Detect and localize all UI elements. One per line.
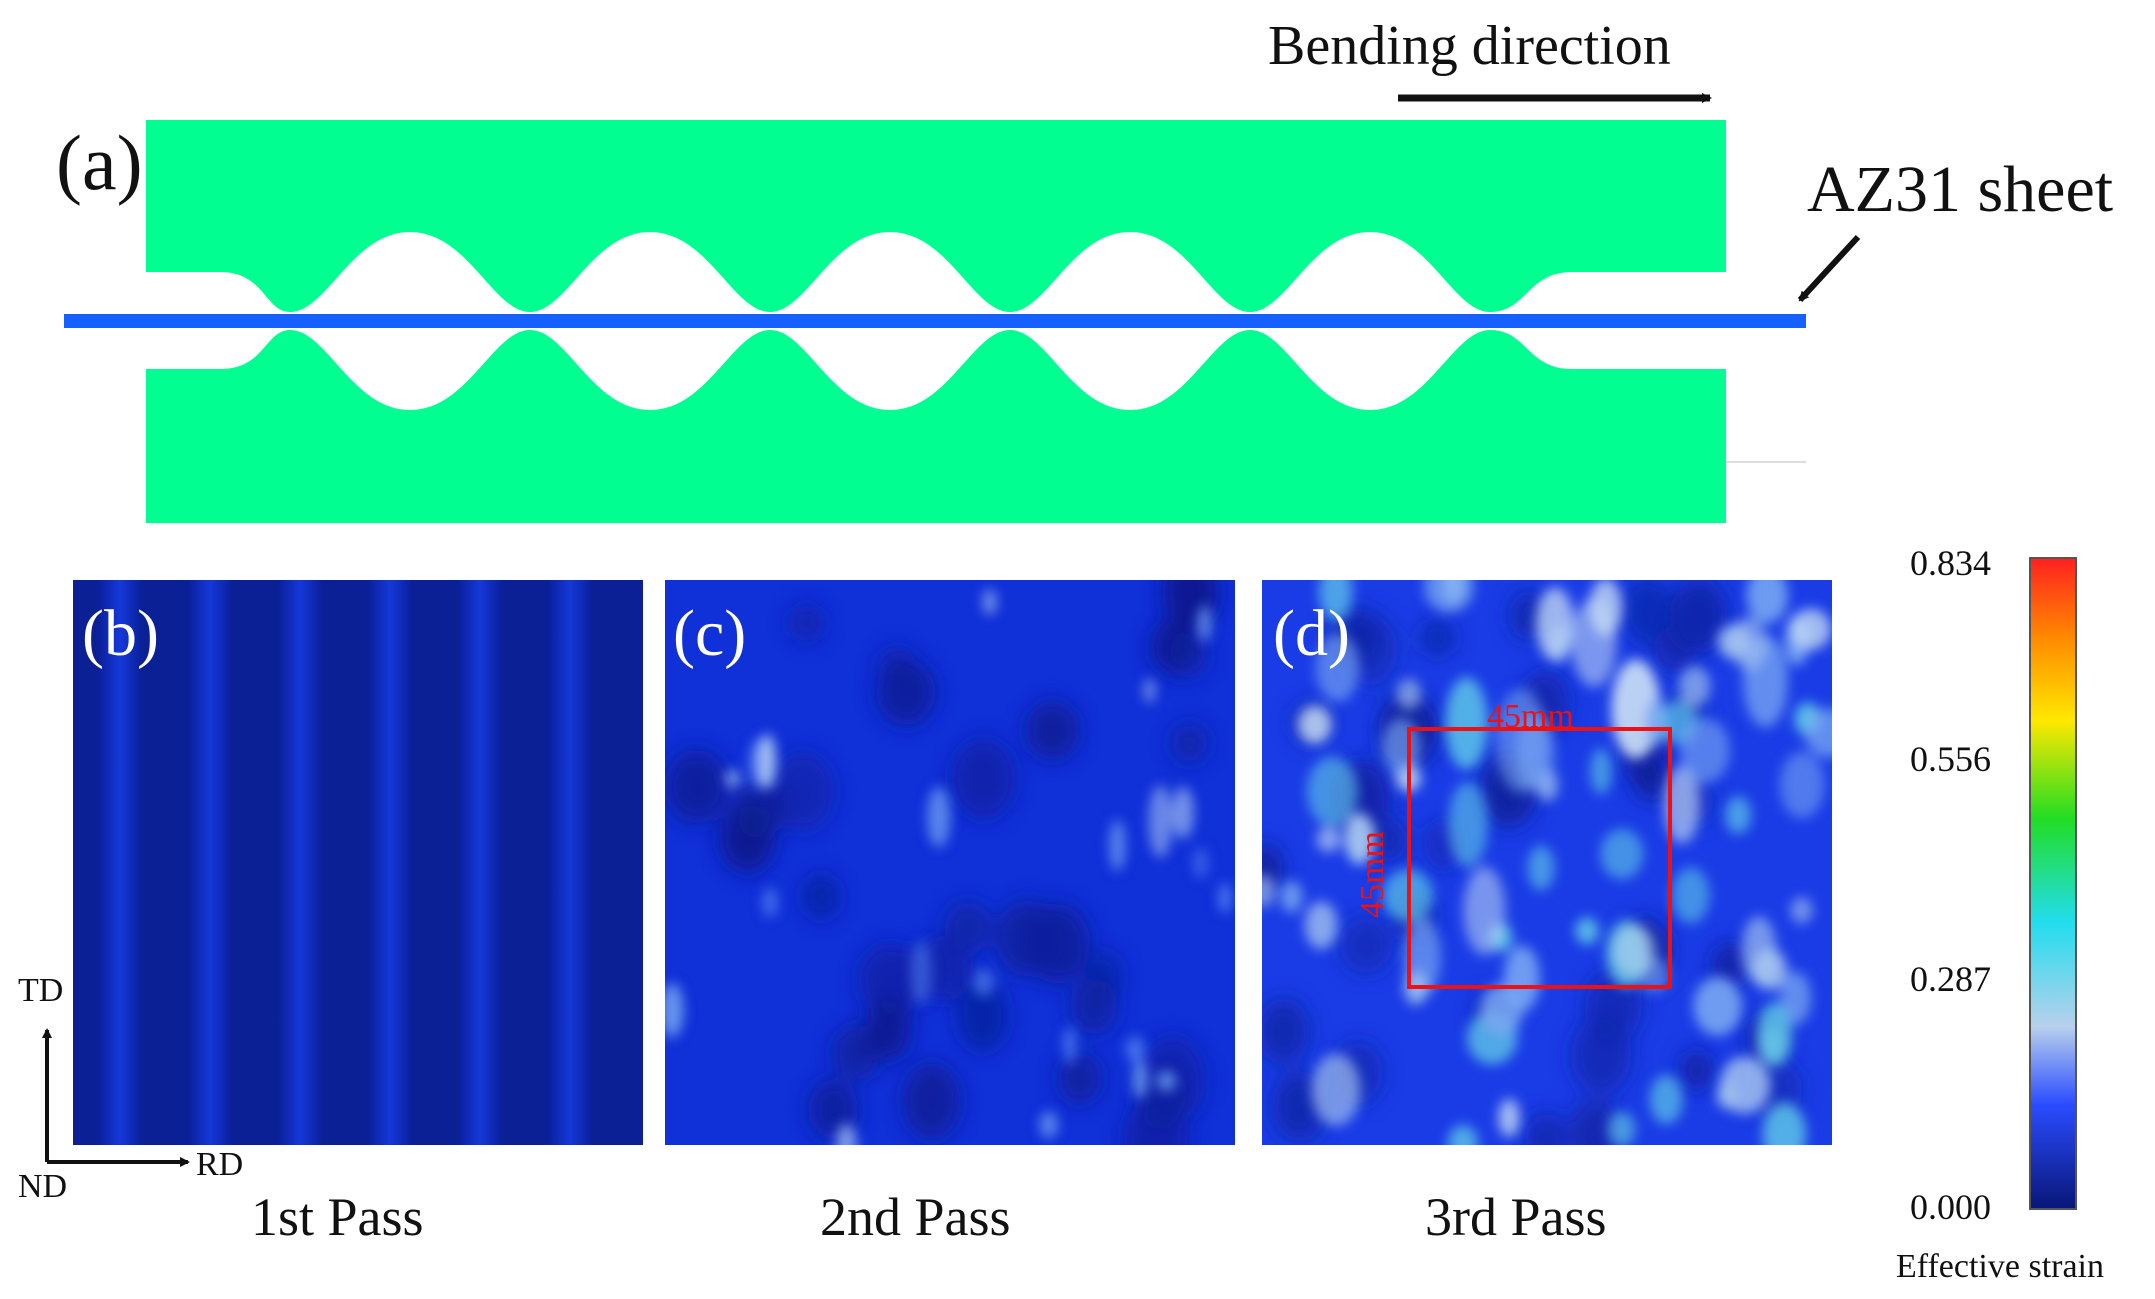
colorbar-title: Effective strain: [1896, 1248, 2105, 1285]
contour-panel-b: [73, 580, 643, 1145]
colorbar: [2029, 557, 2077, 1210]
caption-2nd-pass: 2nd Pass: [820, 1187, 1011, 1247]
colorbar-tick-min: 0.000: [1910, 1187, 1991, 1227]
panel-b-label: (b): [82, 597, 159, 670]
axis-indicator: [42, 1028, 190, 1167]
lower-die: [146, 330, 1726, 523]
az31-sheet-label: AZ31 sheet: [1807, 153, 2114, 226]
contour-panel-d: [1262, 580, 1832, 1145]
bending-direction-label: Bending direction: [1268, 15, 1671, 77]
colorbar-tick-mid-high: 0.556: [1910, 739, 1991, 779]
panel-c-label: (c): [673, 597, 747, 670]
contour-panel-c: [665, 580, 1235, 1145]
measurement-square: [1407, 727, 1672, 989]
sheet-pointer-arrow: [1797, 234, 1861, 303]
measurement-top-label: 45mm: [1487, 698, 1574, 735]
upper-die: [146, 120, 1726, 312]
colorbar-tick-mid-low: 0.287: [1910, 959, 1991, 999]
caption-3rd-pass: 3rd Pass: [1425, 1187, 1607, 1247]
measurement-side-label: 45mm: [1354, 831, 1391, 918]
axis-label-td: TD: [18, 972, 64, 1009]
az31-sheet: [64, 314, 1806, 328]
colorbar-tick-max: 0.834: [1910, 543, 1991, 583]
panel-d-label: (d): [1273, 597, 1350, 670]
panel-a-label: (a): [56, 119, 143, 206]
caption-1st-pass: 1st Pass: [251, 1187, 424, 1247]
axis-label-rd: RD: [196, 1146, 244, 1183]
axis-label-nd: ND: [18, 1168, 68, 1205]
